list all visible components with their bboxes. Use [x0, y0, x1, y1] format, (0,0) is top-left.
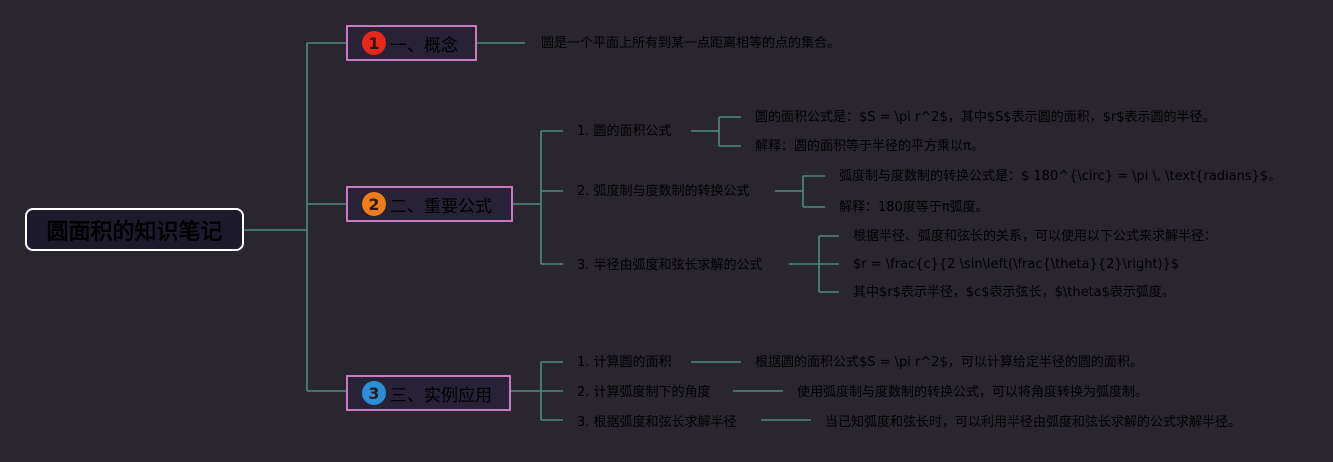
branch-concept[interactable]: 1 一、概念 [346, 25, 477, 61]
formula-radius-intro: 根据半径、弧度和弦长的关系，可以使用以下公式来求解半径： [853, 229, 1218, 244]
formula-area-detail: 圆的面积公式是：$S = \pi r^2$，其中$S$表示圆的面积，$r$表示圆… [755, 110, 1216, 125]
branch-examples[interactable]: 3 三、实例应用 [346, 375, 511, 411]
example-angle-detail: 使用弧度制与度数制的转换公式，可以将角度转换为弧度制。 [797, 385, 1149, 400]
number-badge-1: 1 [362, 31, 386, 55]
formula-area-topic[interactable]: 1. 圆的面积公式 [577, 124, 672, 139]
formula-area-explanation: 解释：圆的面积等于半径的平方乘以π。 [755, 139, 984, 154]
formula-conversion-topic[interactable]: 2. 弧度制与度数制的转换公式 [577, 184, 750, 199]
example-angle-topic[interactable]: 2. 计算弧度制下的角度 [577, 385, 711, 400]
root-node[interactable]: 圆面积的知识笔记 [25, 208, 244, 251]
formula-conversion-explanation: 解释：180度等于π弧度。 [839, 200, 989, 215]
number-badge-3: 3 [362, 381, 386, 405]
number-badge-2: 2 [362, 192, 386, 216]
formula-radius-legend: 其中$r$表示半径，$c$表示弦长，$\theta$表示弧度。 [853, 285, 1175, 300]
example-area-detail: 根据圆的面积公式$S = \pi r^2$，可以计算给定半径的圆的面积。 [755, 355, 1143, 370]
branch-formulas[interactable]: 2 二、重要公式 [346, 186, 513, 222]
branch-formulas-label: 二、重要公式 [390, 196, 492, 217]
formula-radius-equation: $r = \frac{c}{2 \sin\left(\frac{\theta}{… [853, 257, 1180, 272]
example-radius-detail: 当已知弧度和弦长时，可以利用半径由弧度和弦长求解的公式求解半径。 [825, 415, 1242, 430]
branch-examples-label: 三、实例应用 [390, 385, 492, 406]
formula-radius-topic[interactable]: 3. 半径由弧度和弦长求解的公式 [577, 258, 763, 273]
concept-note: 圆是一个平面上所有到某一点距离相等的点的集合。 [541, 36, 841, 51]
example-area-topic[interactable]: 1. 计算圆的面积 [577, 355, 672, 370]
formula-conversion-detail: 弧度制与度数制的转换公式是：$ 180^{\circ} = \pi \, \te… [839, 169, 1282, 184]
example-radius-topic[interactable]: 3. 根据弧度和弦长求解半径 [577, 415, 737, 430]
branch-concept-label: 一、概念 [390, 35, 458, 56]
root-title: 圆面积的知识笔记 [46, 219, 223, 245]
